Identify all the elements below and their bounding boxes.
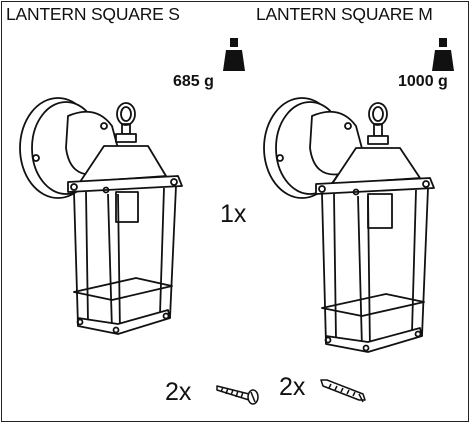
product-title-s: LANTERN SQUARE S (6, 4, 180, 24)
wall-plug-icon (320, 379, 366, 403)
lantern-m-illustration (263, 97, 435, 353)
wall-plug-quantity: 2x (279, 373, 306, 401)
screw-quantity: 2x (165, 378, 192, 406)
weight-icon (432, 38, 454, 71)
screw-icon (216, 385, 259, 405)
product-title-m: LANTERN SQUARE M (256, 4, 433, 24)
weight-icon (223, 38, 245, 71)
product-weight-m: 1000 g (398, 73, 448, 90)
product-weight-s: 685 g (173, 73, 214, 90)
lantern-s-illustration (19, 97, 183, 335)
lamp-quantity: 1x (220, 200, 247, 228)
